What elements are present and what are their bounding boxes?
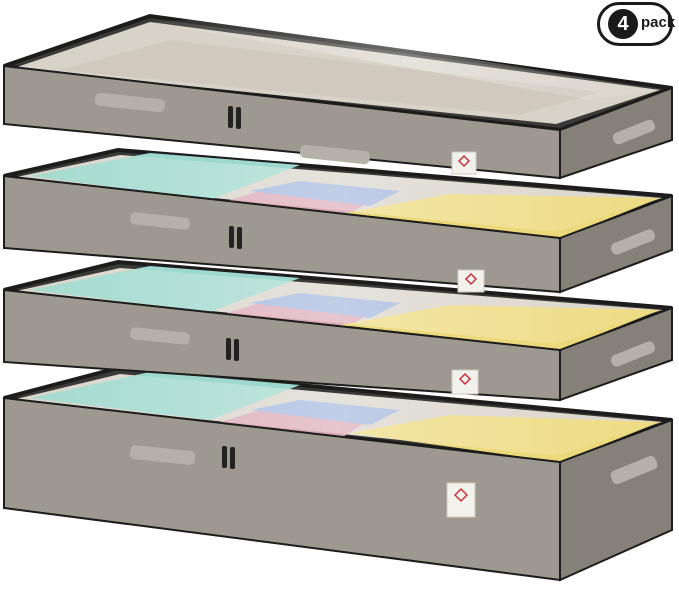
handle-icon xyxy=(612,119,656,145)
storage-bag-4 xyxy=(3,365,673,582)
storage-bag-1 xyxy=(3,13,673,180)
zipper-icon xyxy=(228,106,241,129)
handle-icon xyxy=(610,456,658,484)
brand-logo-icon xyxy=(451,151,477,175)
zipper-icon xyxy=(229,226,242,249)
pack-count-label: pack xyxy=(641,14,676,31)
handle-icon xyxy=(129,445,196,465)
handle-icon xyxy=(610,341,656,367)
brand-logo-icon xyxy=(451,369,479,395)
handle-icon xyxy=(94,92,165,113)
handle-icon xyxy=(299,144,370,165)
pack-count-badge: 4 pack xyxy=(597,2,676,46)
brand-logo-icon xyxy=(446,482,476,518)
handle-icon xyxy=(130,212,190,230)
brand-logo-icon xyxy=(457,269,485,293)
handle-icon xyxy=(610,229,656,255)
storage-bag-2 xyxy=(3,147,673,294)
storage-bag-3 xyxy=(3,259,673,402)
pack-count-number: 4 xyxy=(608,9,638,39)
zipper-icon xyxy=(226,338,239,361)
zipper-icon xyxy=(222,446,235,469)
handle-icon xyxy=(130,327,190,345)
